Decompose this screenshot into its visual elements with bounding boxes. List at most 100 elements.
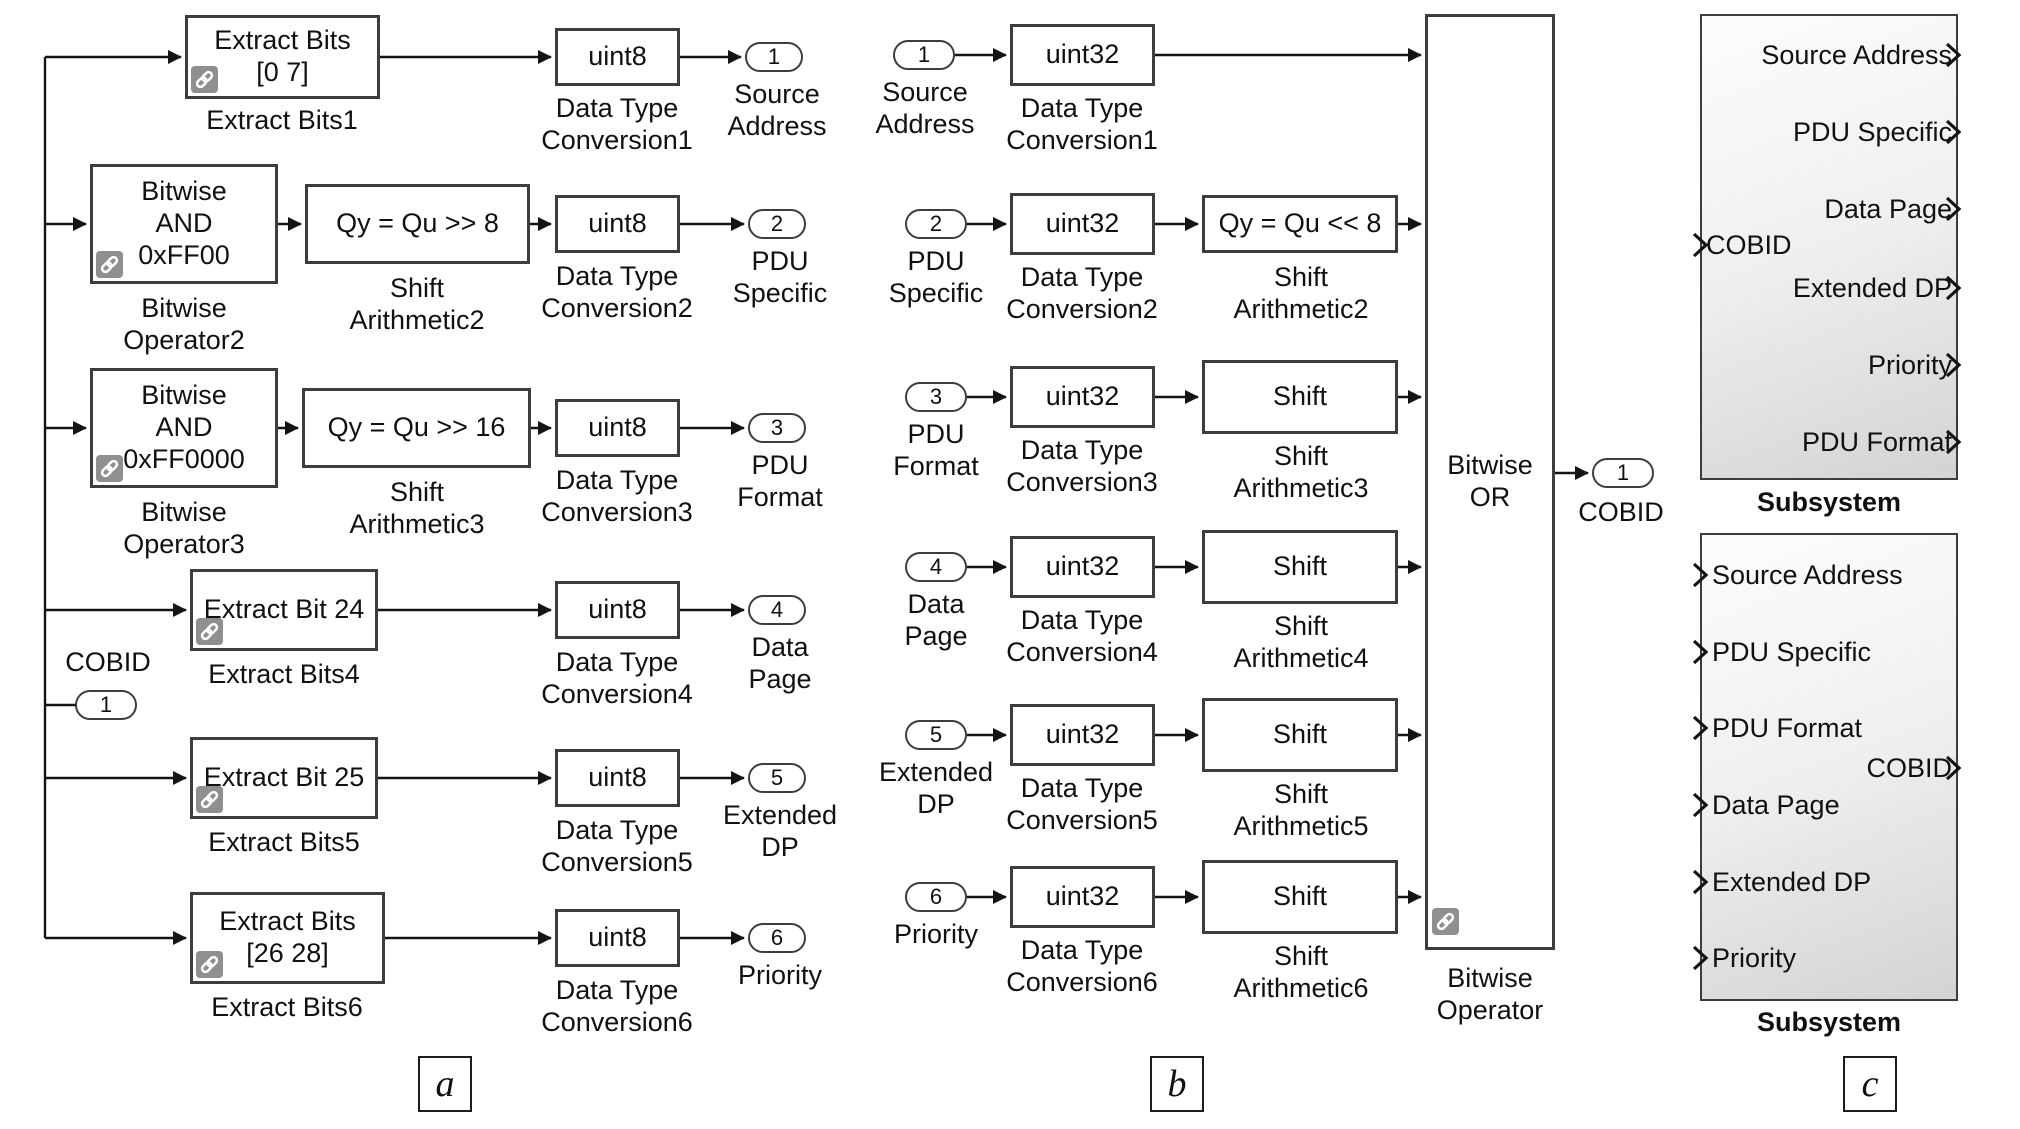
subsystem-outport-label: PDU Format [1801, 427, 1952, 457]
inport-pdu-format[interactable]: 3 [905, 382, 967, 412]
block-text: Bitwise AND 0xFF0000 [123, 380, 245, 474]
subsystem-caption: Subsystem [1756, 1007, 1902, 1037]
outport-source-address[interactable]: 1 [745, 42, 803, 72]
block-caption: Extract Bits4 [208, 659, 360, 689]
block-extract-bits6[interactable]: Extract Bits [26 28] [190, 892, 385, 984]
block-caption: Data Type Conversion4 [1006, 605, 1158, 668]
block-data-type-conversion5[interactable]: uint32 [1010, 704, 1155, 766]
inport-extended-dp[interactable]: 5 [905, 720, 967, 750]
block-text: Bitwise OR [1447, 450, 1533, 512]
port-caption: PDU Format [737, 450, 823, 513]
port-number: 1 [767, 44, 781, 69]
library-link-icon [196, 786, 223, 813]
block-bitwise-operator[interactable]: Bitwise OR [1425, 14, 1555, 950]
port-number: 5 [770, 765, 784, 790]
outport-pdu-specific[interactable]: 2 [748, 209, 806, 239]
block-shift-arithmetic2[interactable]: Qy = Qu >> 8 [305, 184, 530, 264]
block-caption: Shift Arithmetic5 [1233, 779, 1369, 842]
block-data-type-conversion2[interactable]: uint32 [1010, 193, 1155, 255]
subsystem-decompose[interactable] [1700, 14, 1958, 480]
port-number: 1 [99, 692, 113, 717]
block-caption: Data Type Conversion3 [1006, 435, 1158, 498]
block-caption: Extract Bits5 [208, 827, 360, 857]
block-shift-arithmetic3[interactable]: Qy = Qu >> 16 [302, 388, 531, 468]
subsystem-inport-label: Priority [1712, 943, 1797, 973]
outport-data-page[interactable]: 4 [748, 595, 806, 625]
block-text: uint8 [588, 594, 647, 625]
port-caption: Data Page [748, 632, 812, 695]
block-shift-arithmetic5[interactable]: Shift [1202, 698, 1398, 772]
block-caption: Data Type Conversion3 [541, 465, 693, 528]
block-data-type-conversion3[interactable]: uint8 [555, 399, 680, 457]
outport-pdu-format[interactable]: 3 [748, 413, 806, 443]
block-text: Extract Bits [26 28] [219, 906, 356, 968]
subsystem-inport-label: Source Address [1712, 560, 1903, 590]
panel-tag-a: a [418, 1056, 472, 1112]
subsystem-outport-label: COBID [1866, 753, 1952, 783]
block-shift-arithmetic4[interactable]: Shift [1202, 530, 1398, 604]
block-text: uint32 [1045, 551, 1120, 582]
block-text: Extract Bit 25 [203, 762, 365, 793]
library-link-icon [191, 66, 218, 93]
block-text: uint32 [1045, 719, 1120, 750]
block-text: Extract Bits [0 7] [214, 25, 351, 87]
block-caption: Bitwise Operator3 [123, 497, 245, 560]
port-number: 2 [929, 211, 943, 236]
inport-priority[interactable]: 6 [905, 882, 967, 912]
block-shift-arithmetic6[interactable]: Shift [1202, 860, 1398, 934]
block-bitwise-operator3[interactable]: Bitwise AND 0xFF0000 [90, 368, 278, 488]
subsystem-inport-label: COBID [1706, 230, 1792, 260]
subsystem-outport-label: Source Address [1761, 40, 1952, 70]
library-link-icon [96, 251, 123, 278]
subsystem-outport-label: Extended DP [1792, 273, 1952, 303]
block-text: Qy = Qu >> 8 [336, 208, 499, 239]
block-extract-bits1[interactable]: Extract Bits [0 7] [185, 15, 380, 99]
block-text: Qy = Qu >> 16 [327, 412, 506, 443]
block-caption: Extract Bits6 [211, 992, 363, 1022]
subsystem-inport-label: Data Page [1712, 790, 1840, 820]
block-caption: Shift Arithmetic3 [349, 477, 485, 540]
block-text: Bitwise AND 0xFF00 [138, 176, 230, 270]
port-caption: PDU Specific [732, 246, 828, 309]
inport-source-address[interactable]: 1 [893, 40, 955, 70]
block-data-type-conversion2[interactable]: uint8 [555, 195, 680, 253]
block-data-type-conversion6[interactable]: uint32 [1010, 866, 1155, 928]
port-number: 1 [1616, 460, 1630, 485]
subsystem-outport-label: Data Page [1824, 194, 1952, 224]
block-data-type-conversion6[interactable]: uint8 [555, 909, 680, 967]
block-data-type-conversion4[interactable]: uint8 [555, 581, 680, 639]
library-link-icon [196, 618, 223, 645]
port-number: 1 [917, 42, 931, 67]
block-shift-arithmetic2[interactable]: Qy = Qu << 8 [1202, 195, 1398, 253]
inport-cobid[interactable]: 1 [75, 690, 137, 720]
block-data-type-conversion4[interactable]: uint32 [1010, 536, 1155, 598]
block-caption: Shift Arithmetic3 [1233, 441, 1369, 504]
port-number: 2 [770, 211, 784, 236]
block-data-type-conversion1[interactable]: uint32 [1010, 24, 1155, 86]
block-text: Qy = Qu << 8 [1218, 208, 1382, 239]
block-caption: Data Type Conversion1 [541, 93, 693, 156]
block-caption: Bitwise Operator [1436, 963, 1544, 1026]
port-caption: Data Page [904, 589, 968, 652]
block-caption: Data Type Conversion1 [1006, 93, 1158, 156]
inport-data-page[interactable]: 4 [905, 552, 967, 582]
block-extract-bits5[interactable]: Extract Bit 25 [190, 737, 378, 819]
port-number: 6 [770, 925, 784, 950]
panel-tag-c: c [1843, 1056, 1897, 1112]
block-bitwise-operator2[interactable]: Bitwise AND 0xFF00 [90, 164, 278, 284]
block-data-type-conversion1[interactable]: uint8 [555, 28, 680, 86]
block-caption: Extract Bits1 [206, 105, 358, 135]
block-data-type-conversion5[interactable]: uint8 [555, 749, 680, 807]
outport-priority[interactable]: 6 [748, 923, 806, 953]
block-caption: Data Type Conversion4 [541, 647, 693, 710]
outport-cobid[interactable]: 1 [1592, 458, 1654, 488]
block-data-type-conversion3[interactable]: uint32 [1010, 366, 1155, 428]
block-shift-arithmetic3[interactable]: Shift [1202, 360, 1398, 434]
block-extract-bits4[interactable]: Extract Bit 24 [190, 569, 378, 651]
outport-extended-dp[interactable]: 5 [748, 763, 806, 793]
subsystem-compose[interactable] [1700, 533, 1958, 1001]
inport-cobid-caption: COBID [65, 647, 151, 677]
inport-pdu-specific[interactable]: 2 [905, 209, 967, 239]
block-text: uint8 [588, 208, 647, 239]
